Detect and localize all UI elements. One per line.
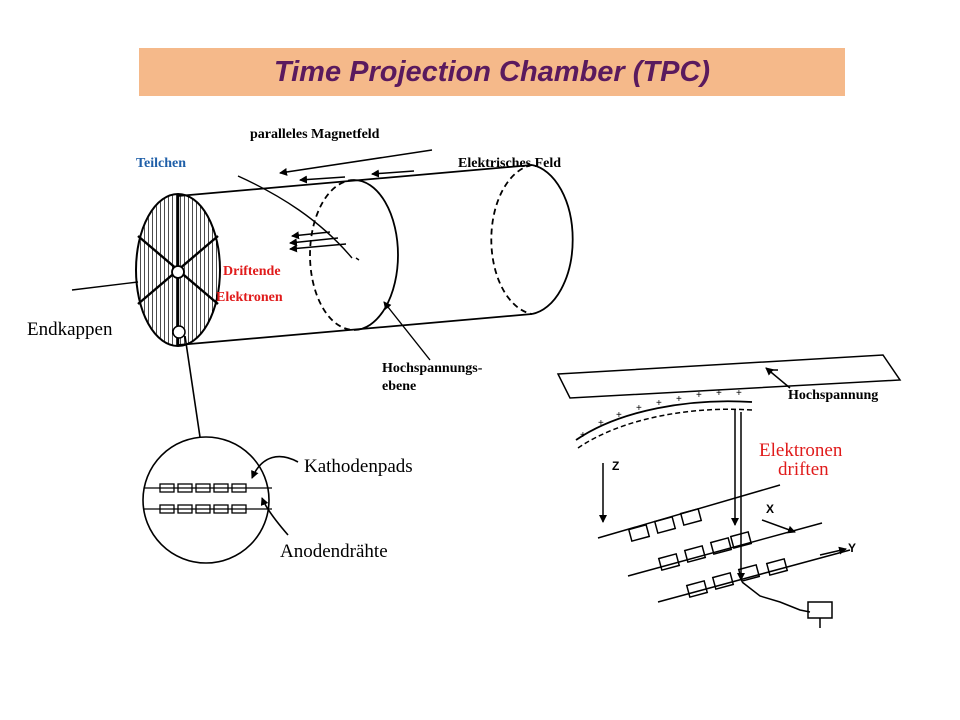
electric-field-arrows <box>299 169 415 184</box>
svg-text:+: + <box>696 390 702 401</box>
hochspannung-label: Hochspannung <box>788 388 879 403</box>
svg-text:+: + <box>580 430 586 441</box>
axis-z-label: Z <box>612 459 619 473</box>
title-banner: Time Projection Chamber (TPC) <box>139 48 845 96</box>
end-cap <box>135 193 221 347</box>
elektrisches-feld-label: Elektrisches Feld <box>458 156 562 171</box>
particle-track <box>71 175 360 291</box>
hochspannungs-label: Hochspannungs- <box>382 361 483 376</box>
elektronen-label: Elektronen <box>216 290 283 305</box>
readout-detail: + + + + + + + + + <box>556 354 902 628</box>
driftende-label: Driftende <box>223 264 281 279</box>
svg-text:+: + <box>616 410 622 421</box>
tpc-cylinder <box>177 164 574 346</box>
svg-text:+: + <box>598 418 604 429</box>
magnetfeld-label: paralleles Magnetfeld <box>250 127 380 142</box>
anodendraehte-label: Anodendrähte <box>280 541 388 562</box>
svg-text:+: + <box>736 388 742 399</box>
page-title: Time Projection Chamber (TPC) <box>273 55 711 88</box>
ebene-label: ebene <box>382 379 417 394</box>
drift-electron-arrows <box>289 231 347 253</box>
endcap-magnifier <box>142 335 299 564</box>
svg-text:+: + <box>656 398 662 409</box>
hv-plane-pointer <box>383 301 431 361</box>
magnetic-field-arrow <box>279 149 433 176</box>
kathodenpads-label: Kathodenpads <box>304 456 413 477</box>
endkappen-label: Endkappen <box>27 319 113 340</box>
svg-text:+: + <box>676 394 682 405</box>
teilchen-label: Teilchen <box>136 156 187 171</box>
axis-y-label: Y <box>848 541 856 555</box>
elektronen-driften-label-1: Elektronen <box>759 440 843 461</box>
svg-text:+: + <box>636 403 642 414</box>
axis-x-label: X <box>766 502 774 516</box>
svg-text:+: + <box>716 388 722 399</box>
elektronen-driften-label-2: driften <box>778 459 829 480</box>
